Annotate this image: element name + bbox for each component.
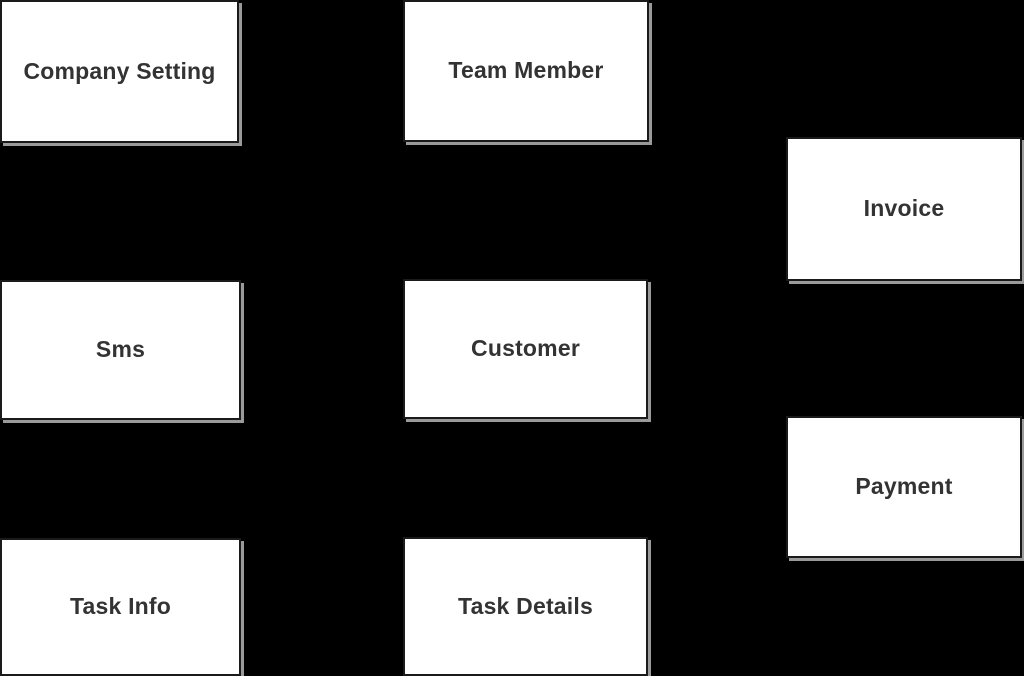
node-label-sms: Sms: [95, 336, 146, 363]
node-label-customer: Customer: [471, 335, 580, 362]
node-label-invoice: Invoice: [863, 195, 945, 222]
node-label-team-member: Team Member: [448, 57, 604, 84]
node-label-payment: Payment: [855, 473, 953, 500]
node-task-info[interactable]: Task Info: [0, 538, 241, 676]
node-label-company-setting: Company Setting: [23, 57, 216, 84]
node-team-member[interactable]: Team Member: [403, 0, 649, 142]
node-task-details[interactable]: Task Details: [403, 537, 648, 676]
node-invoice[interactable]: Invoice: [786, 137, 1022, 281]
node-label-task-info: Task Info: [69, 593, 172, 620]
node-label-task-details: Task Details: [458, 592, 593, 619]
node-payment[interactable]: Payment: [786, 416, 1022, 558]
node-customer[interactable]: Customer: [403, 279, 648, 419]
node-company-setting[interactable]: Company Setting: [0, 0, 239, 143]
node-sms[interactable]: Sms: [0, 280, 241, 420]
